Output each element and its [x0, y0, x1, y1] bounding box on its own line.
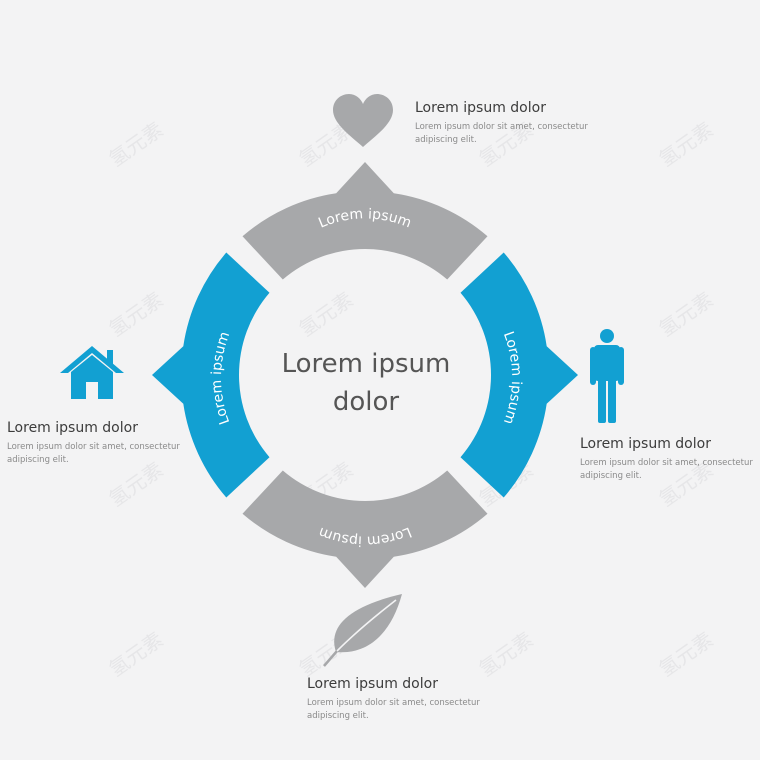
- ring: [152, 162, 578, 588]
- watermark-text: 氢元素: [655, 117, 718, 171]
- info-title-top: Lorem ipsum dolor: [415, 100, 546, 116]
- watermark-text: 氢元素: [655, 627, 718, 681]
- info-desc-top: Lorem ipsum dolor sit amet, consectetur …: [415, 122, 588, 145]
- watermark-text: 氢元素: [655, 287, 718, 341]
- info-desc-right: Lorem ipsum dolor sit amet, consectetur …: [580, 458, 753, 481]
- heart-icon: [333, 94, 393, 147]
- segment-bottom: [242, 470, 488, 588]
- segment-left: [152, 252, 270, 498]
- info-title-right: Lorem ipsum dolor: [580, 436, 711, 452]
- segment-right: [460, 252, 578, 498]
- watermark-text: 氢元素: [475, 627, 538, 681]
- info-block-right: Lorem ipsum dolor Lorem ipsum dolor sit …: [580, 436, 760, 483]
- house-icon: [60, 346, 124, 399]
- watermark-text: 氢元素: [105, 117, 168, 171]
- person-icon: [590, 329, 624, 423]
- info-desc-bottom: Lorem ipsum dolor sit amet, consectetur …: [307, 698, 480, 721]
- segment-top: [242, 162, 488, 280]
- center-title-line2: dolor: [333, 387, 400, 417]
- info-block-left: Lorem ipsum dolor Lorem ipsum dolor sit …: [7, 420, 197, 467]
- info-block-bottom: Lorem ipsum dolor Lorem ipsum dolor sit …: [307, 676, 497, 723]
- info-title-left: Lorem ipsum dolor: [7, 420, 138, 436]
- watermark-text: 氢元素: [105, 287, 168, 341]
- watermark-text: 氢元素: [105, 627, 168, 681]
- info-title-bottom: Lorem ipsum dolor: [307, 676, 438, 692]
- center-title-line1: Lorem ipsum: [282, 349, 451, 379]
- leaf-icon: [323, 594, 402, 667]
- info-block-top: Lorem ipsum dolor Lorem ipsum dolor sit …: [415, 100, 605, 147]
- watermark-text: 氢元素: [295, 287, 358, 341]
- info-desc-left: Lorem ipsum dolor sit amet, consectetur …: [7, 442, 180, 465]
